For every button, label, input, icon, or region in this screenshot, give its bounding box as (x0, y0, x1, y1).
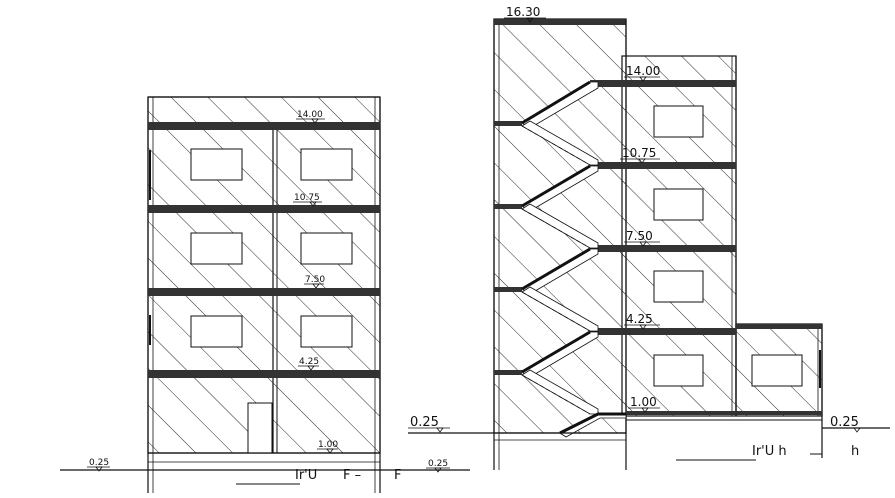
window (653, 105, 704, 138)
caption-right-right: h (851, 444, 859, 459)
door (247, 402, 273, 454)
slab-level-3 (148, 205, 380, 213)
level-tag: 10.75 (620, 146, 660, 164)
landing (494, 121, 522, 126)
level-label-1-00: 1.00 (318, 440, 338, 450)
ground-level-label: 0.25 (89, 458, 109, 468)
level-label-14-right: 14.00 (626, 64, 660, 78)
level-label-14: 14.00 (297, 110, 323, 120)
tower-top-slab (494, 19, 626, 25)
level-tag: 14.00 (624, 64, 660, 82)
level-tag: 10.75 (293, 193, 322, 207)
caption-left: Ir'U (295, 468, 317, 483)
slab-l3-right (590, 162, 736, 169)
slab-annex (736, 324, 822, 329)
ground-mid-label: 0.25 (428, 459, 448, 469)
stair-flight (521, 203, 599, 249)
level-label-10-75: 10.75 (294, 193, 320, 203)
ground-level-tag: 0.25 (87, 458, 110, 472)
window (653, 188, 704, 221)
stair-flight (521, 120, 599, 166)
window (190, 315, 243, 348)
level-label-16-30: 16.30 (506, 5, 540, 19)
level-tag: 1.00 (628, 395, 660, 413)
level-label-7-50: 7.50 (305, 275, 325, 285)
window (300, 148, 353, 181)
window (751, 354, 803, 387)
slab-roof-right (590, 80, 736, 87)
ground-level-tag: 0.25 (828, 415, 868, 433)
level-label-4-25: 4.25 (299, 357, 319, 367)
landing (494, 287, 522, 292)
slab-ground-right (626, 411, 822, 415)
window (653, 354, 704, 387)
slab-level-1 (148, 370, 380, 378)
window (653, 270, 704, 303)
left-section: 14.00 10.75 7.50 4.25 1.00 0.25 (60, 96, 470, 493)
level-tag: 16.30 (504, 5, 546, 23)
right-section: 16.30 14.00 10.75 7.50 4.25 1.00 (408, 5, 890, 470)
level-tag: 4.25 (624, 312, 660, 330)
level-label-1-00-right: 1.00 (630, 395, 657, 409)
level-tag: 7.50 (304, 275, 325, 289)
stair-flight-ground (559, 412, 627, 438)
slab-l1-right (590, 328, 736, 335)
caption-left-right: Ir'U h (752, 444, 787, 459)
landing (494, 370, 522, 375)
level-tag: 4.25 (298, 357, 319, 371)
ground-level-tag: 0.25 (426, 459, 450, 473)
level-label-10-75-right: 10.75 (622, 146, 656, 160)
stair-flight (521, 369, 599, 415)
ground-left-label: 0.25 (410, 415, 439, 430)
level-label-7-50-right: 7.50 (626, 229, 653, 243)
level-label-4-25-right: 4.25 (626, 312, 653, 326)
stair-flight (521, 286, 599, 332)
ground-right-label: 0.25 (830, 415, 859, 430)
level-tag: 14.00 (296, 110, 325, 124)
slab-level-2 (148, 288, 380, 296)
window (190, 148, 243, 181)
window (300, 315, 353, 348)
slab-l2-right (590, 245, 736, 252)
caption-right: F – (343, 468, 361, 483)
window (300, 232, 353, 265)
level-tag: 1.00 (317, 440, 338, 454)
slab-roof (148, 122, 380, 130)
level-tag: 7.50 (624, 229, 660, 247)
ground-level-tag: 0.25 (408, 415, 450, 433)
window (190, 232, 243, 265)
caption-f-mark: F (394, 468, 401, 483)
landing (494, 204, 522, 209)
